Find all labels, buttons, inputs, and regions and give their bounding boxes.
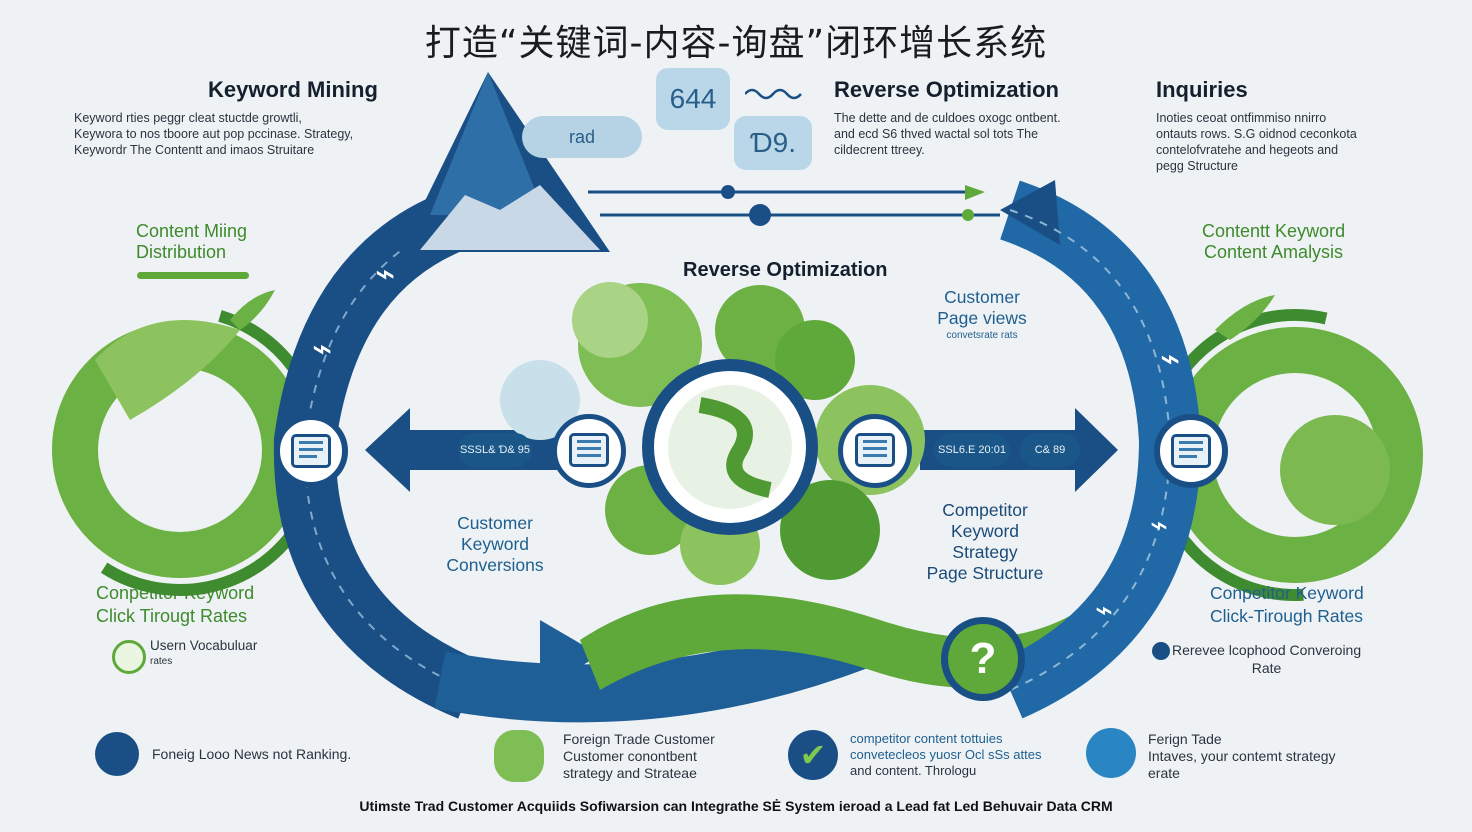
right-metric-pill: SSL6.E 20:01	[934, 433, 1010, 467]
content-mining-label: Content Miing Distribution	[136, 221, 247, 263]
text-line: Intaves, your contemt strategy	[1148, 748, 1336, 764]
green-divider	[137, 272, 249, 279]
label-line: Conpetitor Keyword	[96, 583, 255, 603]
customer-views-label: Customer Page views convetsrate rats	[930, 287, 1034, 343]
left-competitor-label: Conpetitor Keyword Click Tirougt Rates	[96, 583, 254, 627]
label-line: Customer	[944, 287, 1020, 307]
label-sub: convetsrate rats	[946, 330, 1018, 341]
text-line: The dette and de culdoes oxogc ontbent.	[834, 111, 1061, 125]
text-line: ontauts rows. S.G oidnod ceconkota	[1156, 127, 1357, 141]
footer-text: Utimste Trad Customer Acquiids Sofiwarsi…	[359, 798, 1113, 814]
reverse-dot-icon	[1152, 642, 1170, 660]
label-line: Content Miing	[136, 221, 248, 241]
label-line: Competitor	[942, 500, 1028, 520]
right-metric-pill-2: C& 89	[1020, 433, 1080, 467]
wave-icon	[745, 88, 802, 100]
label-line: Strategy	[952, 542, 1018, 562]
right-doc-node	[1154, 414, 1228, 488]
bottom-item-2: Foreign Trade Customer Customer conontbe…	[563, 731, 715, 782]
svg-text:⌁: ⌁	[375, 254, 395, 294]
inquiries-text: Inoties ceoat ontfimmiso nnirro ontauts …	[1156, 110, 1416, 174]
text-line: Customer conontbent	[563, 748, 697, 764]
label-line: Keyword	[460, 534, 530, 554]
competitor-strategy-label: Competitor Keyword Strategy Page Structu…	[910, 500, 1060, 584]
right-competitor-label: Conpetitor Keyword Click-Tirough Rates	[1210, 583, 1364, 627]
reverse-rate-label: Rerevee lcophood Converoing Rate	[1172, 641, 1361, 677]
text-line: cildecrent ttreey.	[834, 143, 925, 157]
label-line: Keyword	[950, 521, 1020, 541]
label-line: Conversions	[446, 555, 544, 575]
text-line: Keywordr The Contentt and imaos Struitar…	[74, 143, 315, 157]
pyramid-icon	[400, 72, 610, 252]
text-line: and ecd S6 thved wactal sol tots The	[834, 127, 1039, 141]
bubble-644: 644	[656, 68, 730, 130]
label-line: Contentt Keyword	[1202, 221, 1346, 241]
inquiries-heading: Inquiries	[1156, 77, 1248, 102]
text-line: Keyword rties peggr cleat stuctde growtl…	[74, 111, 302, 125]
text-line: pegg Structure	[1156, 159, 1238, 173]
text-line: Keywora to nos tboore aut pop pccinase. …	[74, 127, 354, 141]
label-line: Click-Tirough Rates	[1210, 606, 1364, 626]
hand-icon	[1086, 728, 1136, 778]
label-line: Rate	[1251, 660, 1282, 676]
text-line: contelofvratehe and hegeots and	[1156, 143, 1339, 157]
center-heading: Reverse Optimization	[683, 259, 888, 281]
bottom-item-4: Ferign Tade Intaves, your contemt strate…	[1148, 731, 1336, 782]
svg-text:⌁: ⌁	[1160, 339, 1180, 379]
label-line: Conpetitor Keyword	[1210, 583, 1364, 603]
left-metric-pill: SSSL& Ɗ& 95	[458, 433, 532, 467]
text-line: competitor content tottuies	[850, 731, 1003, 746]
text-line: erate	[1148, 765, 1180, 781]
center-right-node	[838, 414, 912, 488]
bottom-item-3: competitor content tottuies convetecleos…	[850, 731, 1041, 779]
label-line: Click Tirougt Rates	[96, 606, 248, 626]
text-line: convetecleos yuosr Ocl sSs attes	[850, 747, 1042, 762]
label-line: rates	[150, 656, 173, 667]
bubble-d9: Ɗ9.	[734, 116, 812, 170]
keyword-mining-heading: Keyword Mining	[208, 77, 378, 102]
text-line: Foreign Trade Customer	[563, 731, 715, 747]
label-line: Page views	[937, 308, 1027, 328]
svg-text:⌁: ⌁	[1150, 508, 1168, 543]
table-icon	[569, 433, 609, 467]
text-line: and content. Thrologu	[850, 763, 977, 778]
keyword-mining-text: Keyword rties peggr cleat stuctde growtl…	[74, 110, 404, 158]
label-line: Rerevee lcophood Converoing	[1172, 642, 1362, 658]
center-left-node	[552, 414, 626, 488]
label-line: Usern Vocabuluar	[150, 638, 258, 653]
svg-text:⌁: ⌁	[312, 329, 332, 369]
bottom-item-1: Foneig Looo News not Ranking.	[152, 746, 352, 762]
leaf-bird-icon	[95, 732, 139, 776]
document-icon	[1171, 434, 1211, 468]
green-plant-icon	[494, 730, 544, 782]
user-vocabulary-icon	[112, 640, 146, 674]
question-icon: ?	[941, 617, 1025, 701]
reverse-optimization-heading: Reverse Optimization	[834, 77, 1059, 102]
text-line: Ferign Tade	[1148, 731, 1222, 747]
table-icon	[855, 433, 895, 467]
bubble-rad: rad	[522, 116, 642, 158]
label-line: Distribution	[136, 242, 227, 262]
content-keyword-label: Contentt Keyword Content Amalysis	[1202, 221, 1345, 263]
label-line: Page Structure	[926, 563, 1044, 583]
reverse-optimization-text: The dette and de culdoes oxogc ontbent. …	[834, 110, 1114, 158]
page-title: 打造“关键词-内容-询盘”闭环增长系统	[424, 23, 1048, 64]
text-line: strategy and Strateae	[563, 765, 697, 781]
document-icon	[291, 434, 331, 468]
customer-conversions-label: Customer Keyword Conversions	[430, 513, 560, 576]
label-line: Content Amalysis	[1204, 242, 1344, 262]
left-doc-node	[274, 414, 348, 488]
text-line: Inoties ceoat ontfimmiso nnirro	[1156, 111, 1327, 125]
user-vocabulary-label: Usern Vocabuluar rates	[150, 638, 257, 670]
label-line: Customer	[457, 513, 533, 533]
svg-text:⌁: ⌁	[1095, 593, 1113, 628]
check-shield-icon: ✔	[788, 730, 838, 780]
